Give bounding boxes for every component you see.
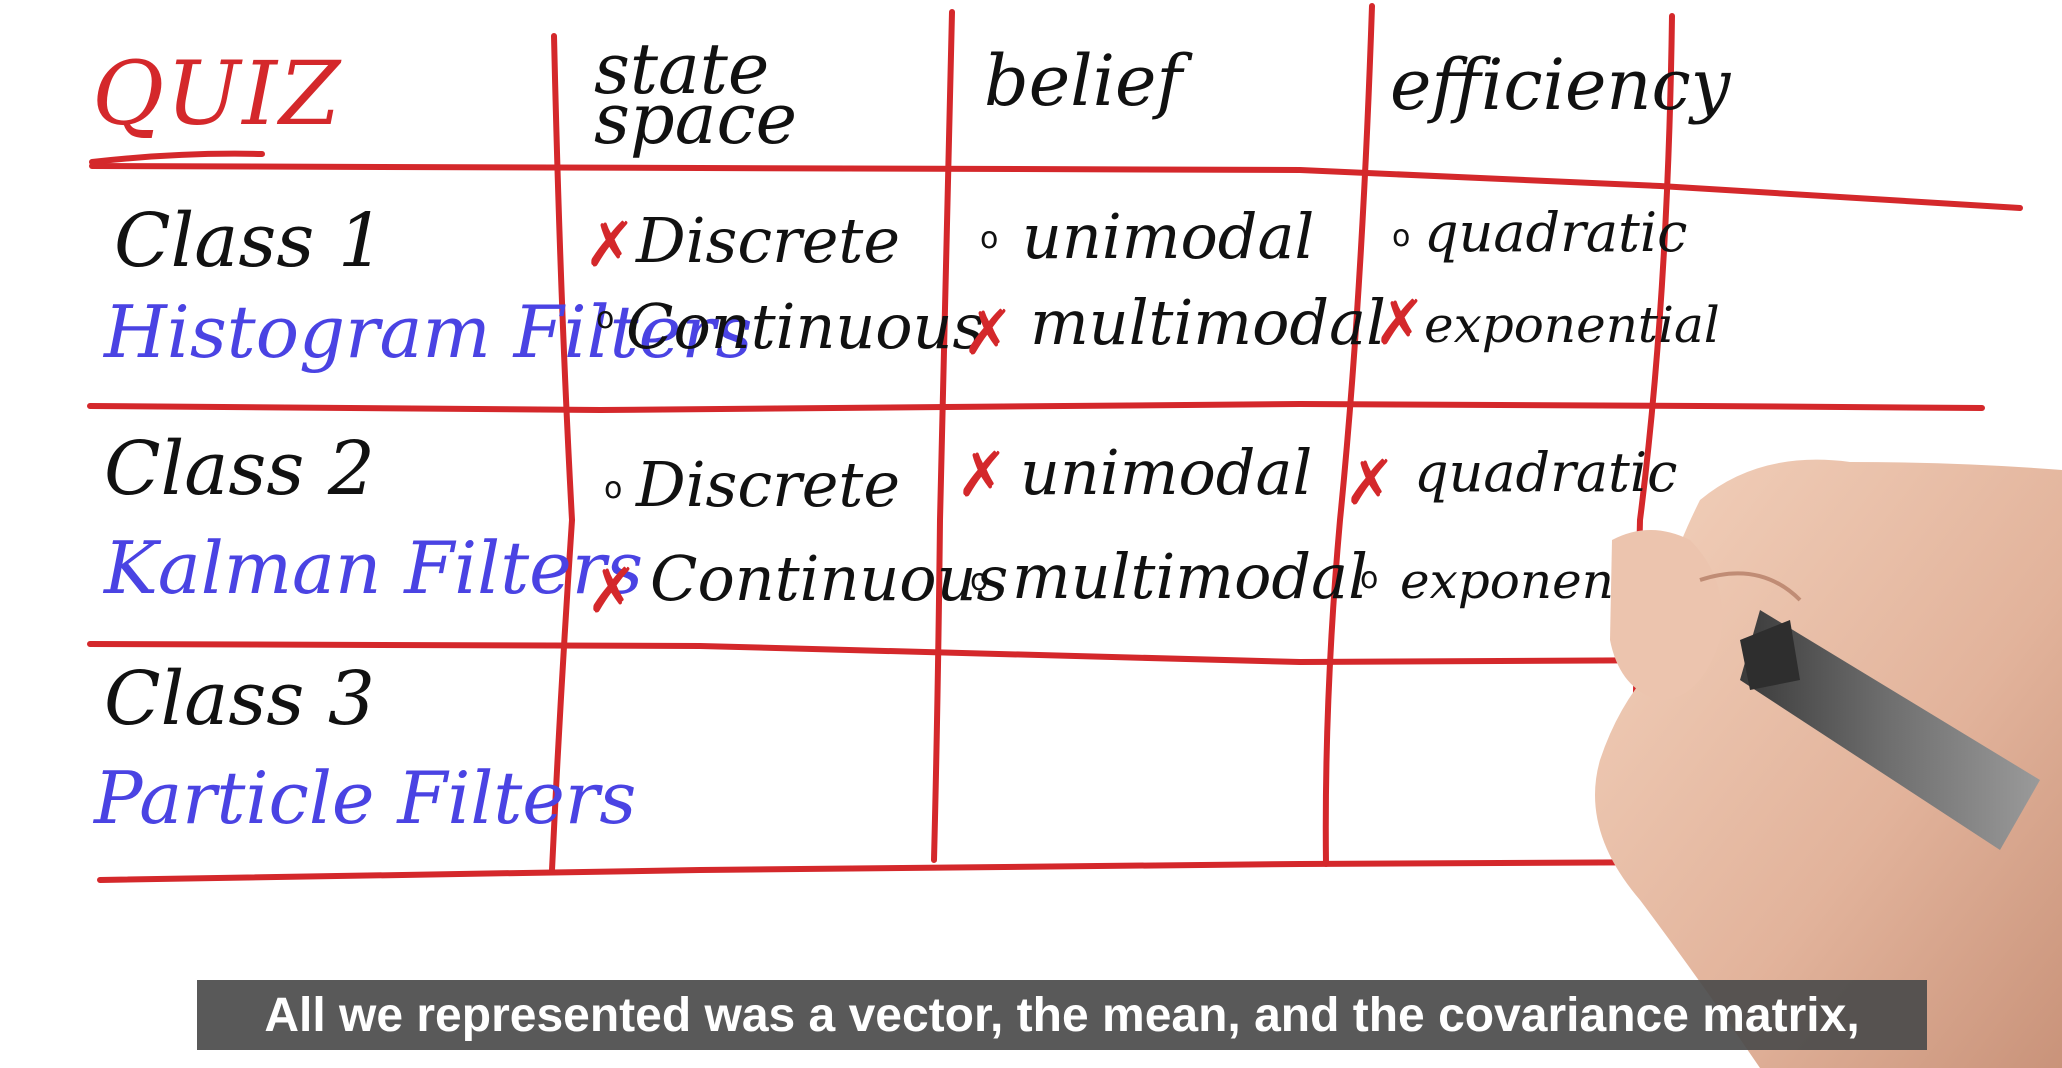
check-mark: ✗ xyxy=(586,554,638,627)
header-belief: belief xyxy=(984,40,1183,122)
empty-circle-mark: o xyxy=(1360,561,1379,596)
empty-circle-mark: o xyxy=(1392,219,1411,254)
option-discrete: Discrete xyxy=(636,448,901,521)
check-mark: ✗ xyxy=(1374,286,1426,359)
row-3-filter: Particle Filters xyxy=(94,756,637,840)
row-3-class: Class 3 xyxy=(104,656,375,742)
row-2-filter: Kalman Filters xyxy=(104,526,644,610)
row-1-filter: Histogram Filters xyxy=(104,290,753,374)
row-1-class: Class 1 xyxy=(114,198,385,284)
check-mark: ✗ xyxy=(1344,446,1396,519)
option-unimodal: unimodal xyxy=(1020,436,1313,509)
option-unimodal: unimodal xyxy=(1022,200,1315,273)
empty-circle-mark: o xyxy=(980,221,999,256)
option-multimodal: multimodal xyxy=(1030,286,1386,359)
header-efficiency: efficiency xyxy=(1390,44,1731,126)
caption-text: All we represented was a vector, the mea… xyxy=(264,988,1860,1042)
option-quadratic: quadratic xyxy=(1414,441,1678,504)
check-mark: ✗ xyxy=(584,208,636,281)
option-multimodal: multimodal xyxy=(1012,540,1368,613)
option-continuous: Continuous xyxy=(626,290,985,363)
empty-circle-mark: o xyxy=(970,563,989,598)
option-exponential: exponential xyxy=(1424,296,1720,354)
empty-circle-mark: o xyxy=(596,301,615,336)
empty-circle-mark: o xyxy=(604,471,623,506)
quiz-title: QUIZ xyxy=(92,42,343,145)
option-continuous: Continuous xyxy=(650,542,1009,615)
option-discrete: Discrete xyxy=(636,204,901,277)
header-state-space: state space xyxy=(594,28,798,161)
check-mark: ✗ xyxy=(962,296,1014,369)
subtitle-caption: All we represented was a vector, the mea… xyxy=(197,980,1927,1050)
check-mark: ✗ xyxy=(956,438,1008,511)
option-quadratic: quadratic xyxy=(1424,201,1688,264)
row-2-class: Class 2 xyxy=(104,426,375,512)
